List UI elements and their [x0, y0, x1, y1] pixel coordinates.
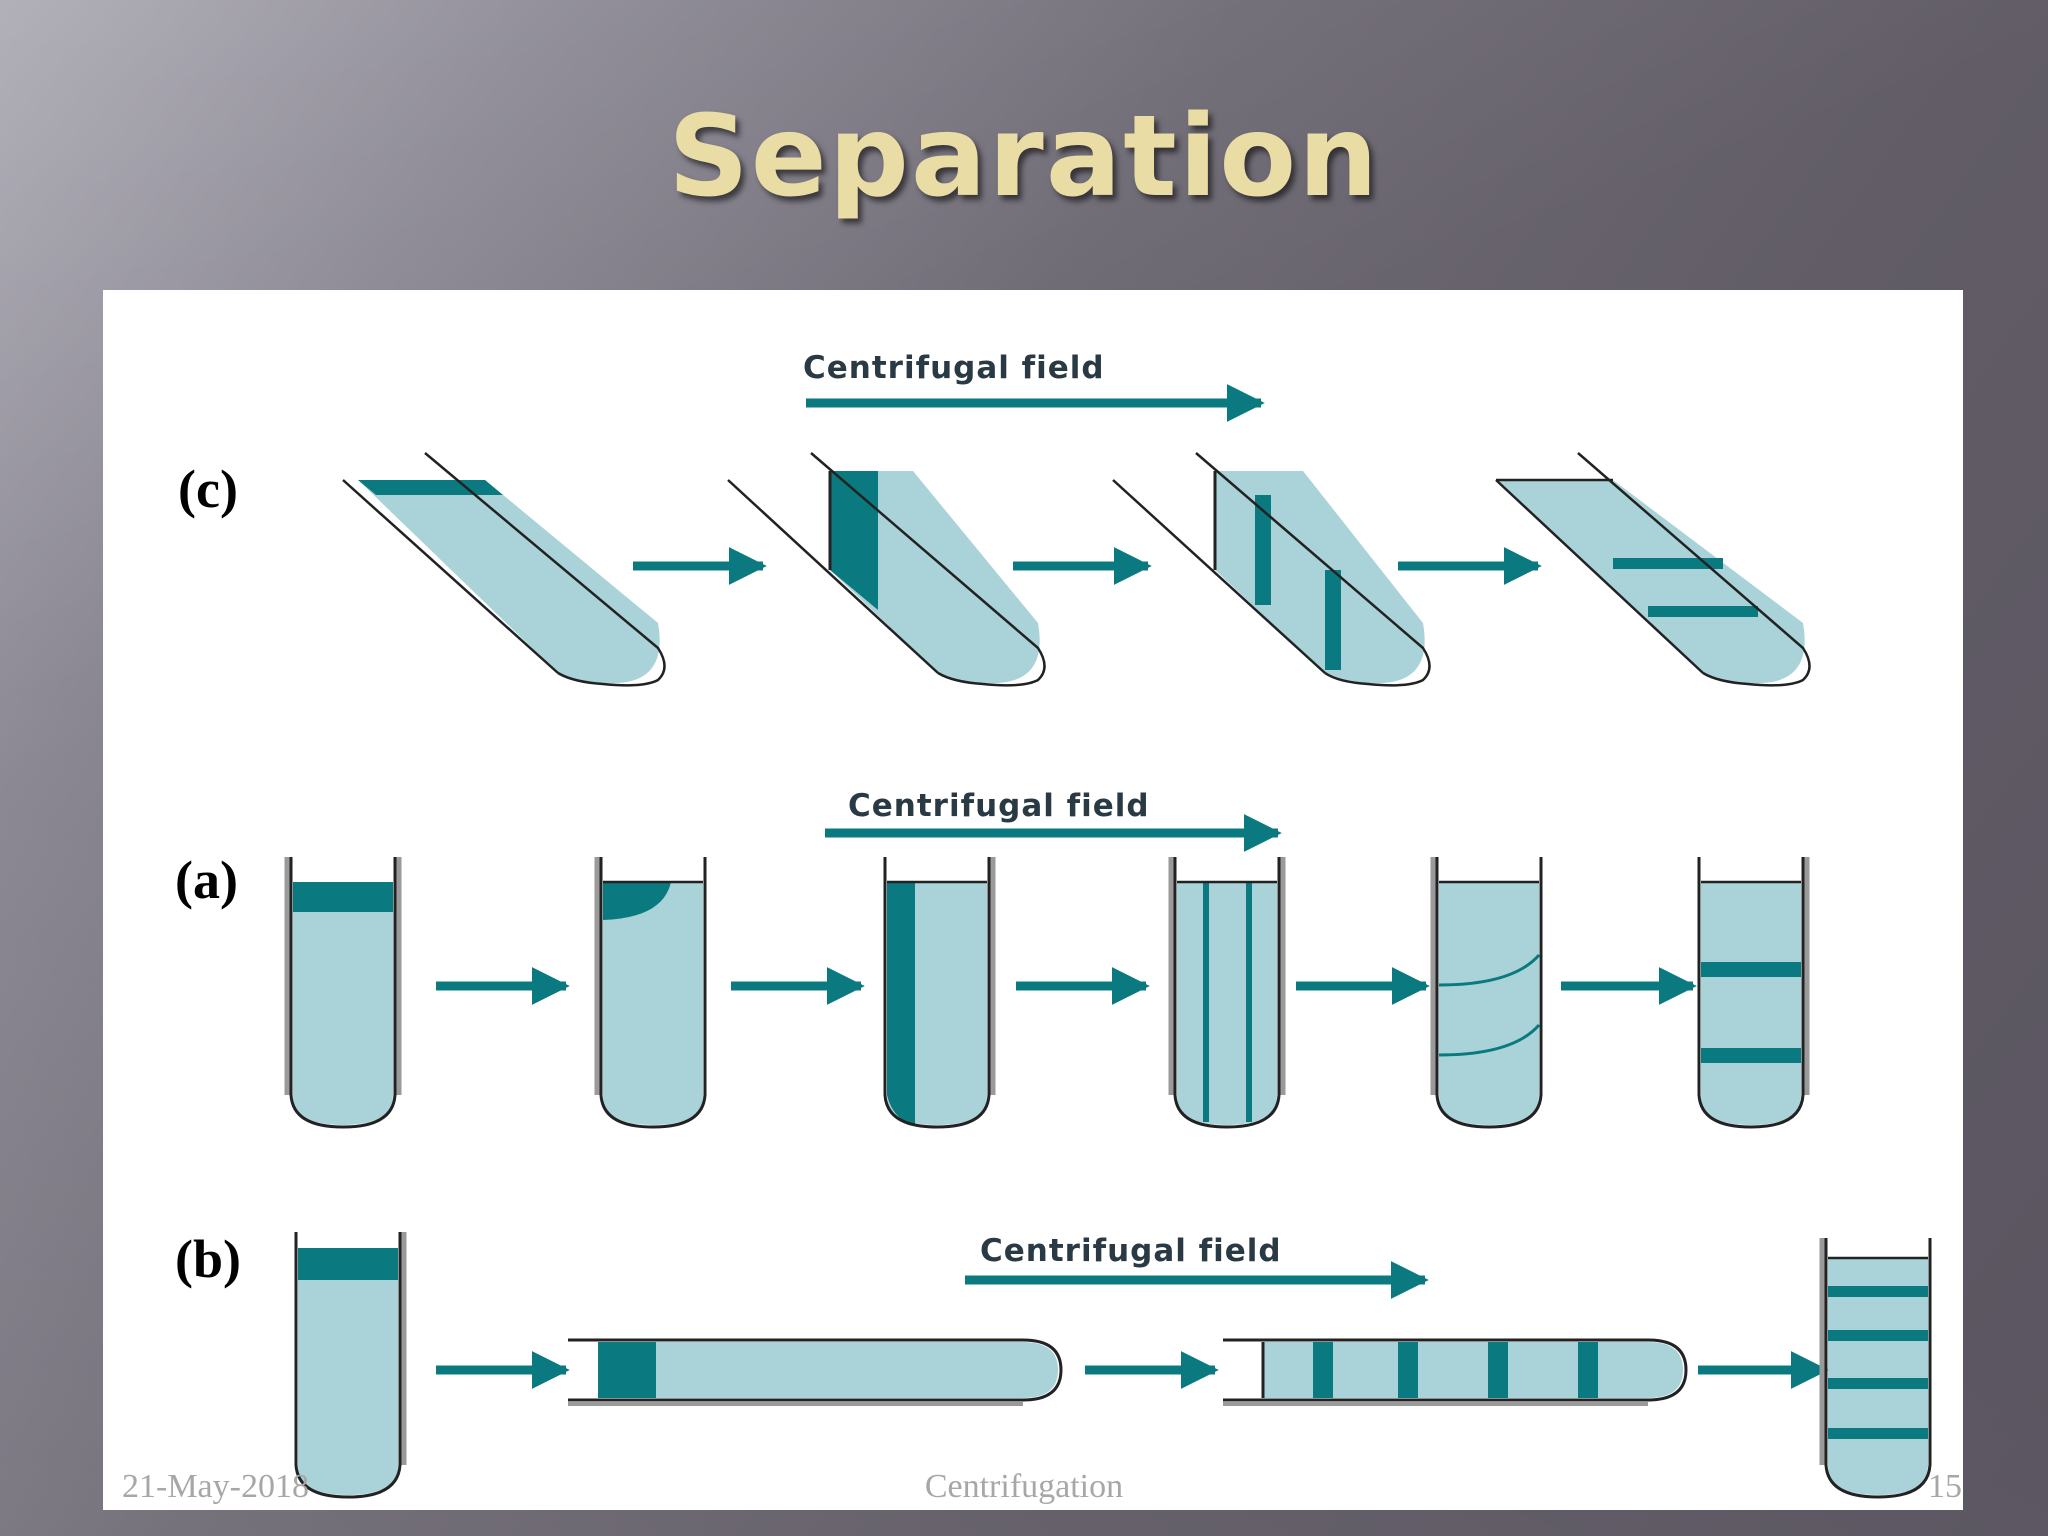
sample-band	[830, 471, 878, 610]
field-label-c: Centrifugal field	[803, 350, 1105, 386]
tube-a1	[284, 857, 402, 1129]
sample-band	[1828, 1428, 1928, 1439]
tube-a2	[594, 857, 707, 1129]
sample-band	[1313, 1342, 1333, 1398]
tube-c2	[727, 452, 1046, 687]
sample-band	[1255, 495, 1271, 605]
tube-c3	[1112, 452, 1431, 687]
sample-band	[1613, 558, 1723, 569]
slide-title: Separation	[668, 92, 1380, 222]
sample-band	[1701, 1048, 1801, 1063]
centrifugation-diagram: (c) Centrifugal field (a	[175, 350, 1932, 1499]
sample-band	[1648, 606, 1758, 617]
sample-band	[1828, 1330, 1928, 1341]
sample-band	[1438, 1024, 1541, 1057]
field-label-a: Centrifugal field	[848, 788, 1150, 824]
sample-band	[293, 882, 393, 912]
tube-b4	[1819, 1238, 1932, 1499]
sample-band	[1488, 1342, 1508, 1398]
sample-band	[598, 1342, 656, 1398]
tube-b3	[1223, 1338, 1688, 1406]
sample-band	[1828, 1378, 1928, 1389]
row-label-b: (b)	[175, 1229, 241, 1289]
footer-date: 21-May-2018	[122, 1468, 309, 1505]
tube-b2	[568, 1338, 1063, 1406]
footer-title: Centrifugation	[924, 1468, 1124, 1505]
row-label-c: (c)	[178, 459, 238, 519]
sample-band	[1701, 962, 1801, 977]
row-label-a: (a)	[175, 850, 238, 910]
tube-c4	[1495, 452, 1811, 687]
sample-band	[298, 1248, 398, 1280]
sample-band	[358, 480, 503, 495]
sample-band	[1578, 1342, 1598, 1398]
tube-a6	[1697, 857, 1810, 1129]
sample-band	[1203, 882, 1209, 1122]
footer-page-number: 15	[1928, 1468, 1962, 1505]
tube-c1	[342, 452, 666, 687]
sample-band	[1325, 570, 1341, 670]
field-arrow-a: Centrifugal field	[825, 788, 1282, 852]
figure-panel: (c) Centrifugal field (a	[103, 290, 1963, 1510]
field-label-b: Centrifugal field	[980, 1233, 1282, 1269]
field-arrow-b: Centrifugal field	[965, 1233, 1429, 1299]
field-arrow-c: Centrifugal field	[803, 350, 1265, 422]
tube-b1	[294, 1232, 407, 1499]
sample-band	[1246, 882, 1252, 1122]
sample-band	[887, 882, 915, 1125]
sample-band	[1438, 954, 1541, 987]
tube-a4	[1168, 857, 1286, 1129]
sample-band	[1828, 1286, 1928, 1297]
tube-a5	[1430, 857, 1543, 1129]
sample-band	[603, 882, 671, 920]
tube-a3	[883, 857, 996, 1129]
sample-band	[1398, 1342, 1418, 1398]
